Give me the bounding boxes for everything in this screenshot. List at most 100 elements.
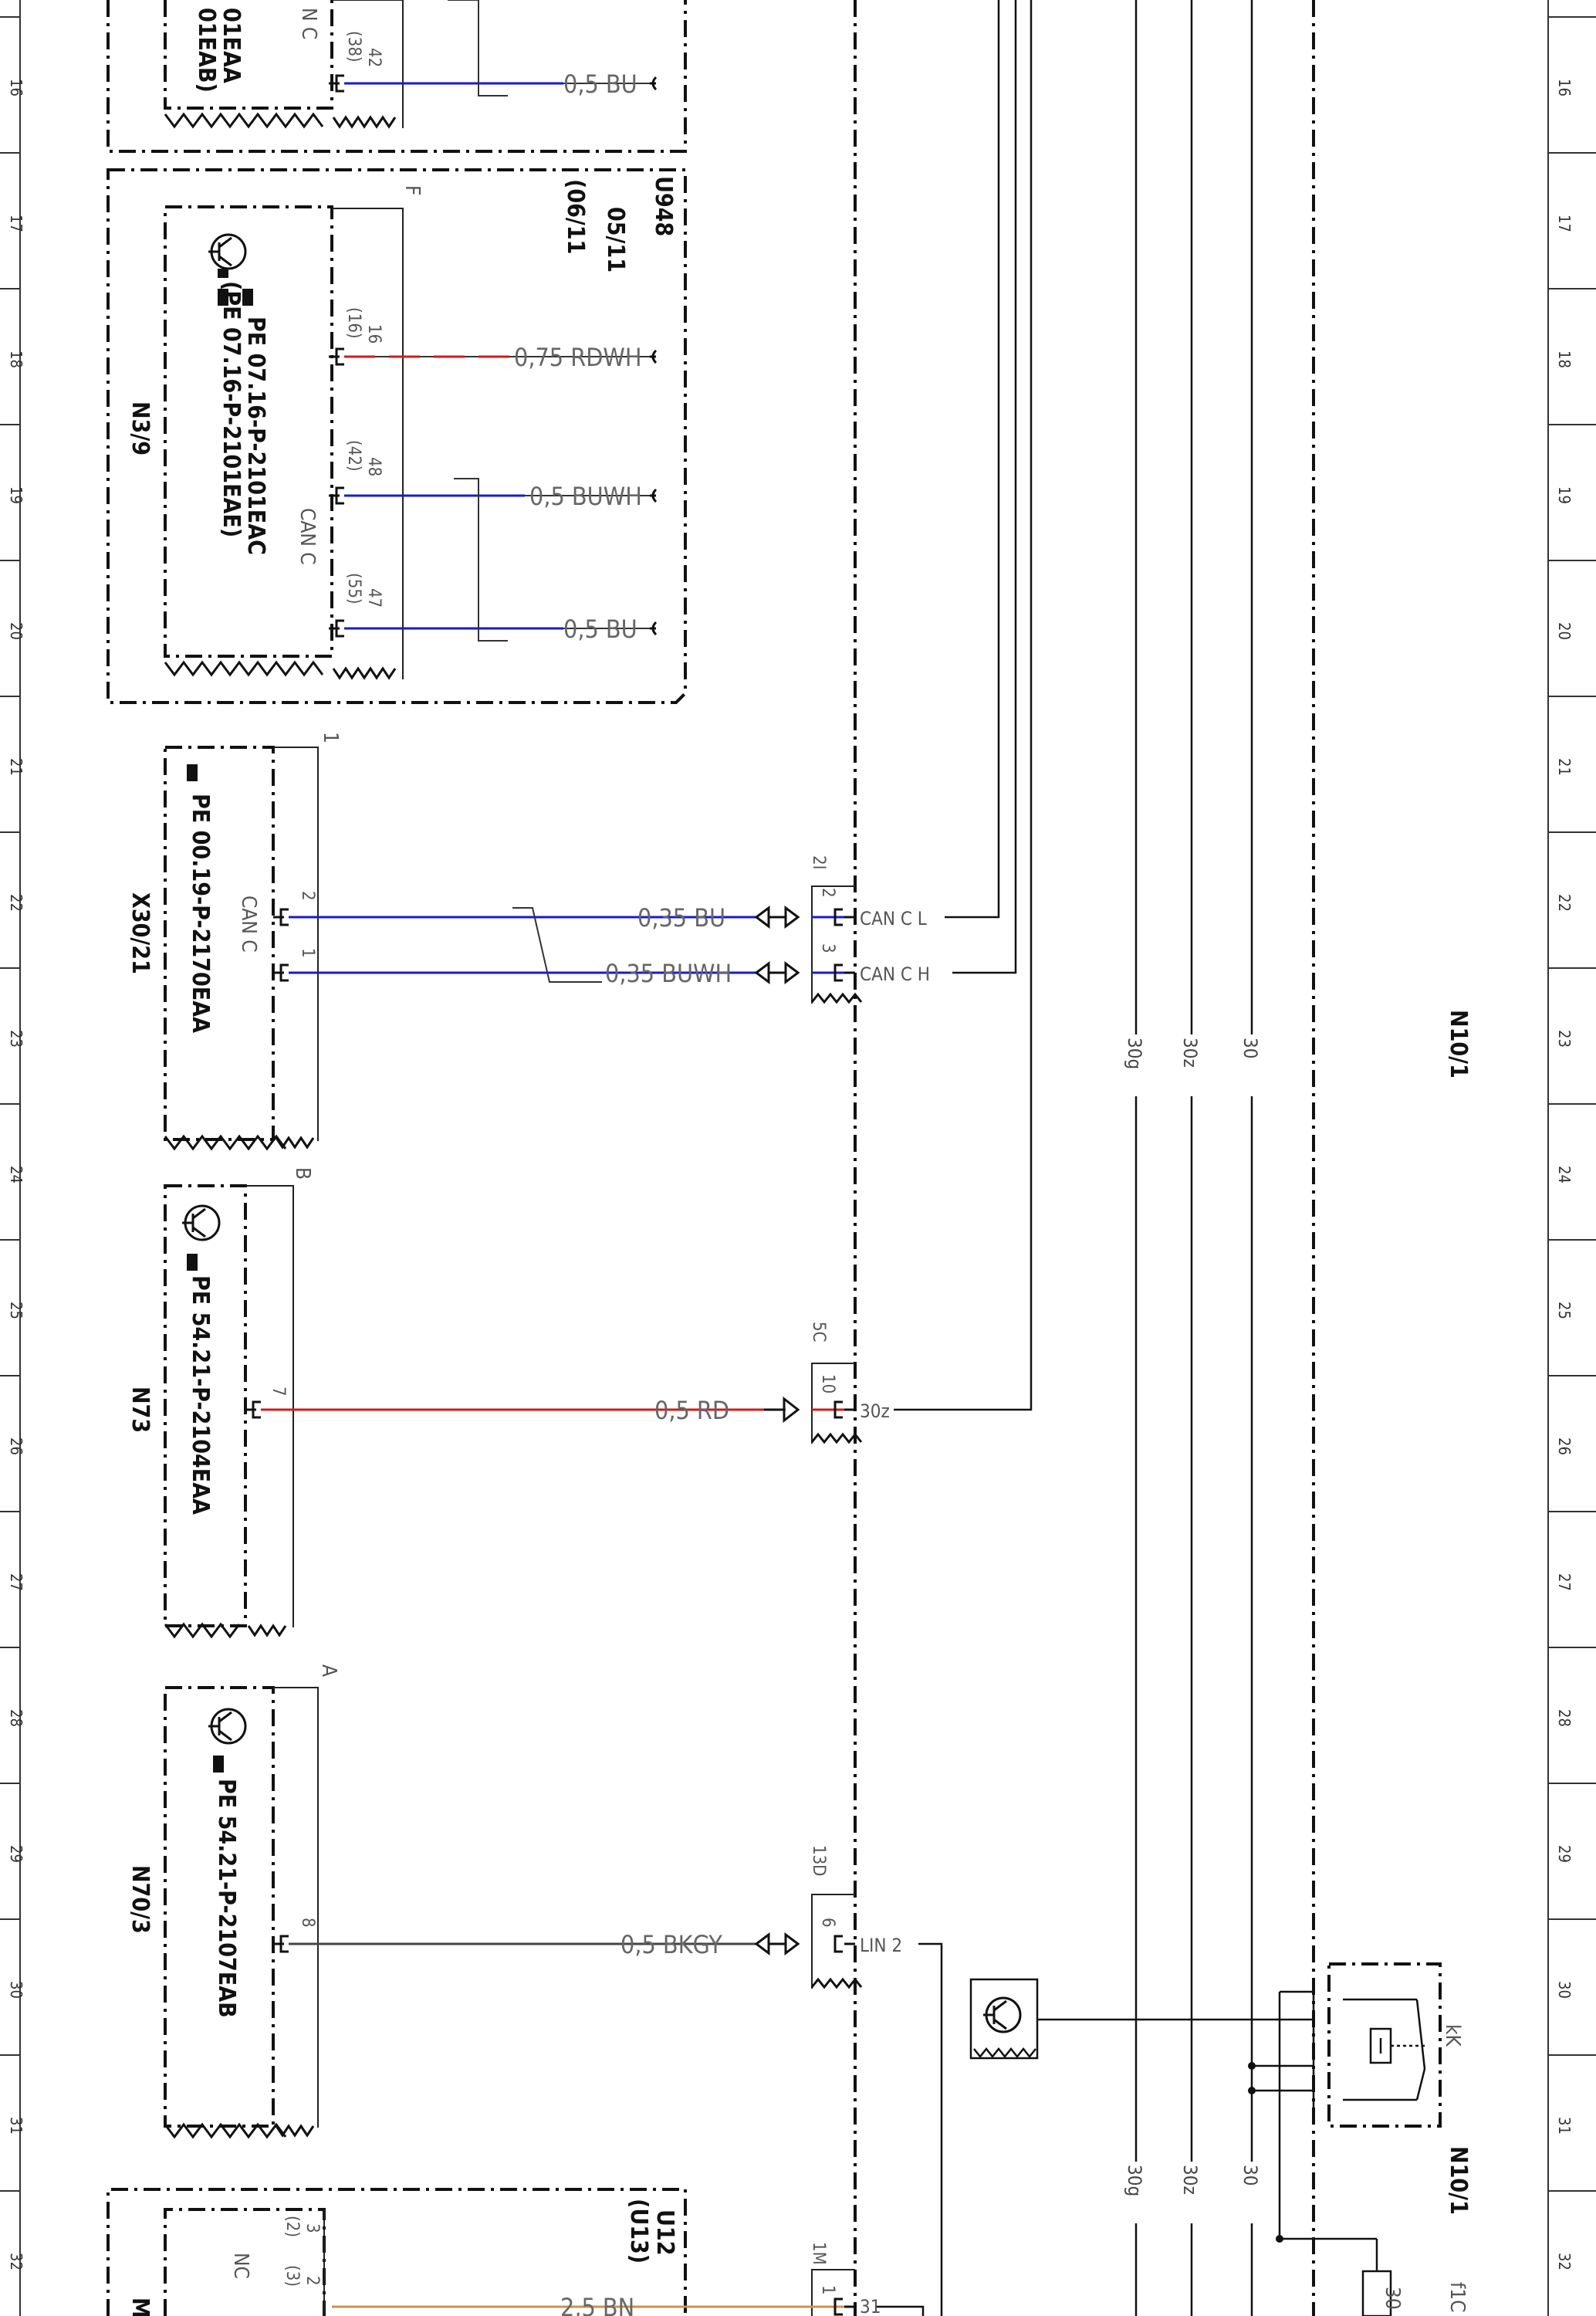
conn-13d-group: 13D bbox=[809, 1845, 828, 1876]
top-module-outer bbox=[107, 0, 687, 153]
signal-30z: 30z bbox=[860, 1400, 890, 1422]
n73-pe: PE 54.21-P-2104EAA bbox=[187, 1275, 214, 1515]
break-conn-5c bbox=[810, 1432, 863, 1444]
rail-label-30z: 30z bbox=[1179, 1038, 1201, 1068]
fuse-value: 30 bbox=[1381, 2287, 1404, 2310]
grid-row-label: 29 bbox=[7, 1845, 25, 1863]
grid-row-label: 30 bbox=[7, 1981, 25, 1999]
conn-1m-group: 1M bbox=[809, 2242, 828, 2265]
rail-label-30-b: 30 bbox=[1239, 2165, 1261, 2186]
n3-9-name: N3/9 bbox=[127, 401, 154, 455]
grid-row-label: 21 bbox=[1555, 758, 1574, 776]
conn-13d-pin: 6 bbox=[818, 1918, 837, 1928]
conn-2i-outline bbox=[811, 885, 855, 1004]
grid-row-label: 31 bbox=[7, 2117, 25, 2135]
transistor-icon-n10-1 bbox=[983, 1996, 1022, 2033]
splice-2i-h bbox=[754, 961, 800, 984]
pe-icon bbox=[218, 269, 228, 278]
grid-row-label: 31 bbox=[1555, 2117, 1574, 2135]
grid-row-label: 28 bbox=[7, 1709, 25, 1727]
conn-5c-outline bbox=[811, 1363, 855, 1444]
grid-row-label: 17 bbox=[1555, 215, 1574, 232]
relay-box bbox=[1327, 1962, 1442, 2128]
grid-row-label: 16 bbox=[1555, 79, 1574, 96]
n3-9-pin-2: 48 bbox=[364, 457, 384, 476]
grid-row-label: 25 bbox=[7, 1302, 25, 1319]
signal-can-c-h: CAN C H bbox=[860, 963, 930, 985]
pe-icon bbox=[218, 289, 228, 306]
grid-row-label: 17 bbox=[7, 215, 25, 232]
conn-2i-group: 2I bbox=[809, 855, 828, 869]
grid-row-label: 32 bbox=[7, 2253, 25, 2270]
wire-label-bottom: 2,5 BN bbox=[560, 2293, 634, 2316]
top-pin: 42 bbox=[364, 48, 384, 67]
pe-icon bbox=[187, 1254, 198, 1271]
x30-21-can-label: CAN C bbox=[237, 896, 260, 953]
splice-13d bbox=[754, 1932, 800, 1955]
grid-row-label: 19 bbox=[7, 486, 25, 504]
n3-9-date-a: 05/11 bbox=[602, 207, 629, 273]
rail-label-30g: 30g bbox=[1124, 1038, 1145, 1069]
grid-row-label: 24 bbox=[1555, 1166, 1574, 1183]
n70-3-pe: PE 54.21-P-2107EAB bbox=[213, 1779, 240, 2018]
bottom-nc: NC bbox=[229, 2253, 252, 2279]
n70-3-connector: A bbox=[317, 1664, 340, 1677]
grid-row-label: 18 bbox=[7, 350, 25, 368]
n3-9-pin-1: 16 bbox=[364, 324, 384, 344]
splice-5c bbox=[764, 1396, 800, 1424]
n3-9-pin-3-alt: (55) bbox=[344, 573, 363, 604]
n70-3-pin: 8 bbox=[298, 1918, 317, 1928]
n73-connector-outline bbox=[245, 1185, 294, 1627]
x30-21-pin-2: 1 bbox=[298, 948, 317, 958]
bottom-code-b: (U13) bbox=[625, 2199, 652, 2264]
n3-9-outer-box bbox=[107, 168, 687, 704]
grid-row-label: 32 bbox=[1555, 2253, 1574, 2270]
break-conn-13d bbox=[810, 1977, 863, 1989]
rail-label-30z-b: 30z bbox=[1179, 2165, 1201, 2195]
grid-row-label: 16 bbox=[7, 79, 25, 96]
conn-1m-outline bbox=[811, 2269, 855, 2316]
grid-row-label: 20 bbox=[1555, 622, 1574, 640]
signal-can-c-l: CAN C L bbox=[860, 908, 927, 929]
top-code-a: 01EAA bbox=[218, 8, 245, 83]
break-x30-21 bbox=[164, 1134, 315, 1151]
transistor-icon-n70-3 bbox=[208, 1708, 247, 1745]
grid-frame bbox=[19, 0, 1549, 2316]
x30-21-pe: PE 00.19-P-2170EAA bbox=[187, 794, 214, 1033]
pe-icon bbox=[242, 289, 253, 306]
break-n73 bbox=[164, 1622, 287, 1639]
grid-row-label: 21 bbox=[7, 758, 25, 776]
n3-9-connector-outline bbox=[332, 208, 404, 679]
break-top-inner bbox=[164, 112, 324, 129]
n10-1-name-b: N10/1 bbox=[1445, 2146, 1472, 2215]
x30-21-name: X30/21 bbox=[127, 892, 154, 974]
wire-label-top: 0,5 BU bbox=[563, 69, 637, 99]
pe-icon bbox=[187, 764, 198, 781]
grid-row-label: 27 bbox=[7, 1573, 25, 1591]
internal-module-box bbox=[969, 1978, 1039, 2060]
grid-row-label: 24 bbox=[7, 1166, 25, 1183]
wire-label-x30-21-2: 0,35 BUWH bbox=[605, 959, 732, 988]
conn-2i-pin-h: 3 bbox=[818, 943, 837, 953]
conn-13d-outline bbox=[811, 1894, 855, 1989]
x30-21-connector-outline bbox=[273, 747, 319, 1141]
grid-row-label: 22 bbox=[1555, 894, 1574, 912]
relay-label: kK bbox=[1441, 2024, 1464, 2047]
conn-5c-pin: 10 bbox=[818, 1374, 837, 1393]
n73-connector: B bbox=[291, 1167, 314, 1180]
wire-label-n3-9-1: 0,75 RDWH bbox=[514, 343, 642, 372]
grid-row-label: 30 bbox=[1555, 1981, 1574, 1999]
wire-label-n70-3: 0,5 BKGY bbox=[620, 1930, 722, 1959]
conn-5c-group: 5C bbox=[809, 1322, 828, 1342]
break-n70-3 bbox=[164, 2122, 315, 2139]
n73-box bbox=[164, 1184, 247, 1627]
grid-row-label: 22 bbox=[7, 894, 25, 912]
fuse-label: f1C bbox=[1446, 2282, 1469, 2312]
break-n3-9-conn bbox=[332, 666, 397, 680]
transistor-icon-n73 bbox=[182, 1204, 221, 1241]
top-connector-outline bbox=[332, 0, 404, 128]
n3-9-pe-b: (PE 07.16-P-2101EAE) bbox=[218, 281, 245, 537]
